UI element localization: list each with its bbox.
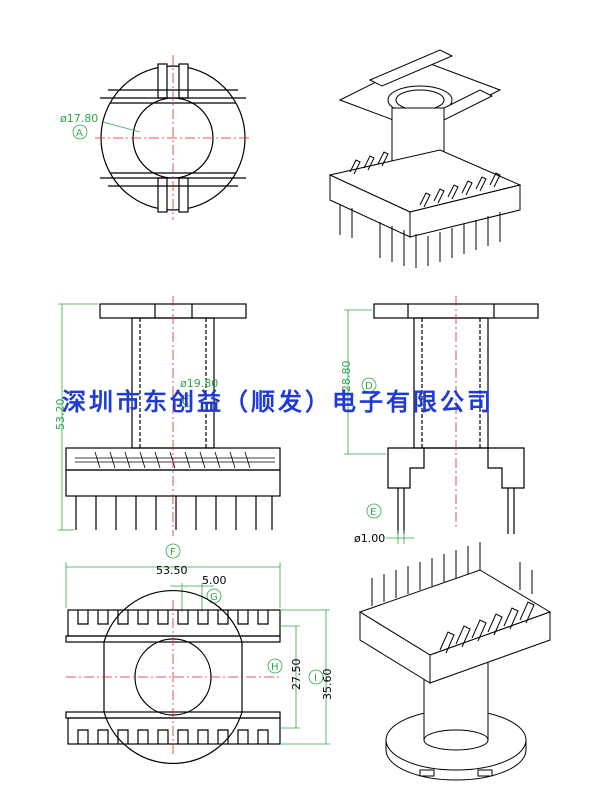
isometric-view-top — [328, 49, 522, 268]
pin-pitch-dimension-line — [170, 583, 214, 612]
svg-text:F: F — [170, 547, 176, 558]
pin-pitch-dimension: 5.00 — [202, 574, 227, 587]
svg-text:A: A — [76, 128, 83, 139]
svg-text:G: G — [210, 592, 218, 603]
callout-f: F — [165, 543, 181, 559]
callout-c: C — [179, 394, 193, 408]
top-view-centerlines — [95, 55, 252, 220]
callout-d: D — [361, 377, 377, 393]
svg-text:D: D — [365, 381, 373, 392]
bottom-view-centerlines — [66, 600, 282, 755]
callout-e: E — [366, 503, 382, 519]
isometric-view-bottom — [358, 542, 552, 781]
svg-text:E: E — [370, 507, 376, 518]
base-height-dimension-line — [344, 309, 386, 455]
svg-text:H: H — [271, 662, 279, 673]
diameter-leader — [102, 121, 141, 133]
company-name-watermark: 深圳市东创益（顺发）电子有限公司 — [62, 388, 494, 416]
svg-text:I: I — [314, 673, 317, 684]
pin-diameter-dimension-line — [386, 530, 414, 544]
outer-diameter-dimension: ø19.80 — [180, 377, 218, 390]
base-height-dimension: 28.80 — [340, 361, 353, 393]
outer-span-dimension: 35.60 — [321, 669, 334, 701]
height-dimension-line — [58, 303, 98, 531]
inner-span-dimension: 27.50 — [290, 659, 303, 691]
span-dimension-lines — [280, 609, 330, 745]
callout-h: H — [267, 658, 283, 674]
overall-width-dimension: 53.50 — [156, 564, 188, 577]
overall-width-dimension-line — [65, 562, 281, 608]
inner-diameter-dimension: ø17.80 — [60, 112, 98, 125]
callout-a: A — [72, 124, 88, 140]
pin-diameter-dimension: ø1.00 — [354, 532, 385, 545]
svg-text:C: C — [182, 397, 189, 408]
height-dimension: 53.20 — [54, 399, 67, 431]
callout-i: I — [308, 669, 324, 685]
